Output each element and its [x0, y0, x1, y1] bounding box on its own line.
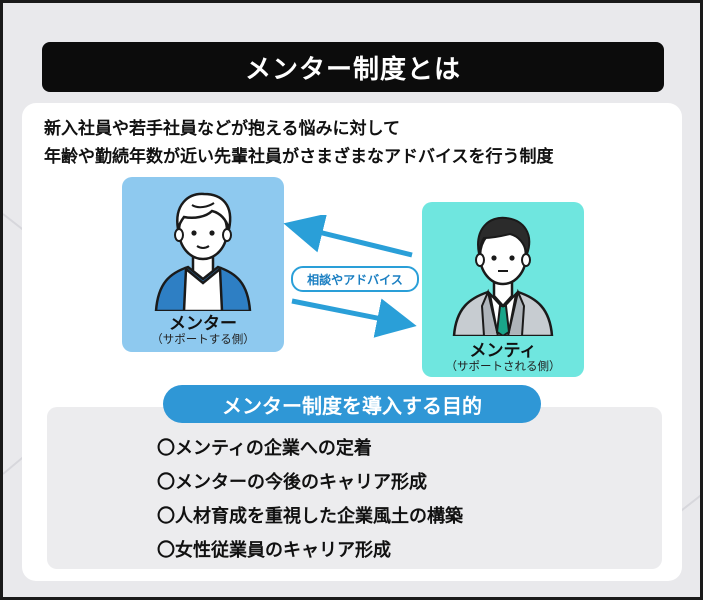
intro-text: 新入社員や若手社員などが抱える悩みに対して 年齢や勤続年数が近い先輩社員がさまざ…	[44, 115, 674, 171]
page-title: メンター制度とは	[42, 42, 664, 92]
arrow-to-mentor	[283, 215, 413, 258]
purpose-panel	[47, 407, 662, 569]
mentor-name: メンター	[169, 314, 237, 334]
list-item: 〇メンティの企業への定着	[157, 438, 372, 459]
mentor-person-icon	[154, 192, 252, 311]
list-item: 〇女性従業員のキャリア形成	[157, 540, 391, 561]
advice-label: 相談やアドバイス	[291, 266, 419, 292]
arrow-to-mentee	[291, 298, 417, 338]
mentor-card: メンター （サポートする側）	[122, 177, 284, 352]
intro-line-2: 年齢や勤続年数が近い先輩社員がさまざまなアドバイスを行う制度	[44, 147, 554, 167]
mentee-person-icon	[452, 216, 554, 336]
mentee-card: メンティ （サポートされる側）	[422, 202, 584, 377]
list-item: 〇人材育成を重視した企業風土の構築	[157, 506, 463, 527]
relation-arrows	[283, 215, 417, 338]
purpose-list: 〇メンティの企業への定着 〇メンターの今後のキャリア形成 〇人材育成を重視した企…	[157, 434, 463, 570]
list-item: 〇メンターの今後のキャリア形成	[157, 472, 427, 493]
mentee-role: （サポートされる側）	[445, 359, 561, 373]
mentor-role: （サポートする側）	[151, 332, 255, 346]
intro-line-1: 新入社員や若手社員などが抱える悩みに対して	[44, 119, 400, 139]
purpose-header: メンター制度を導入する目的	[163, 385, 541, 423]
mentee-name: メンティ	[469, 341, 537, 361]
